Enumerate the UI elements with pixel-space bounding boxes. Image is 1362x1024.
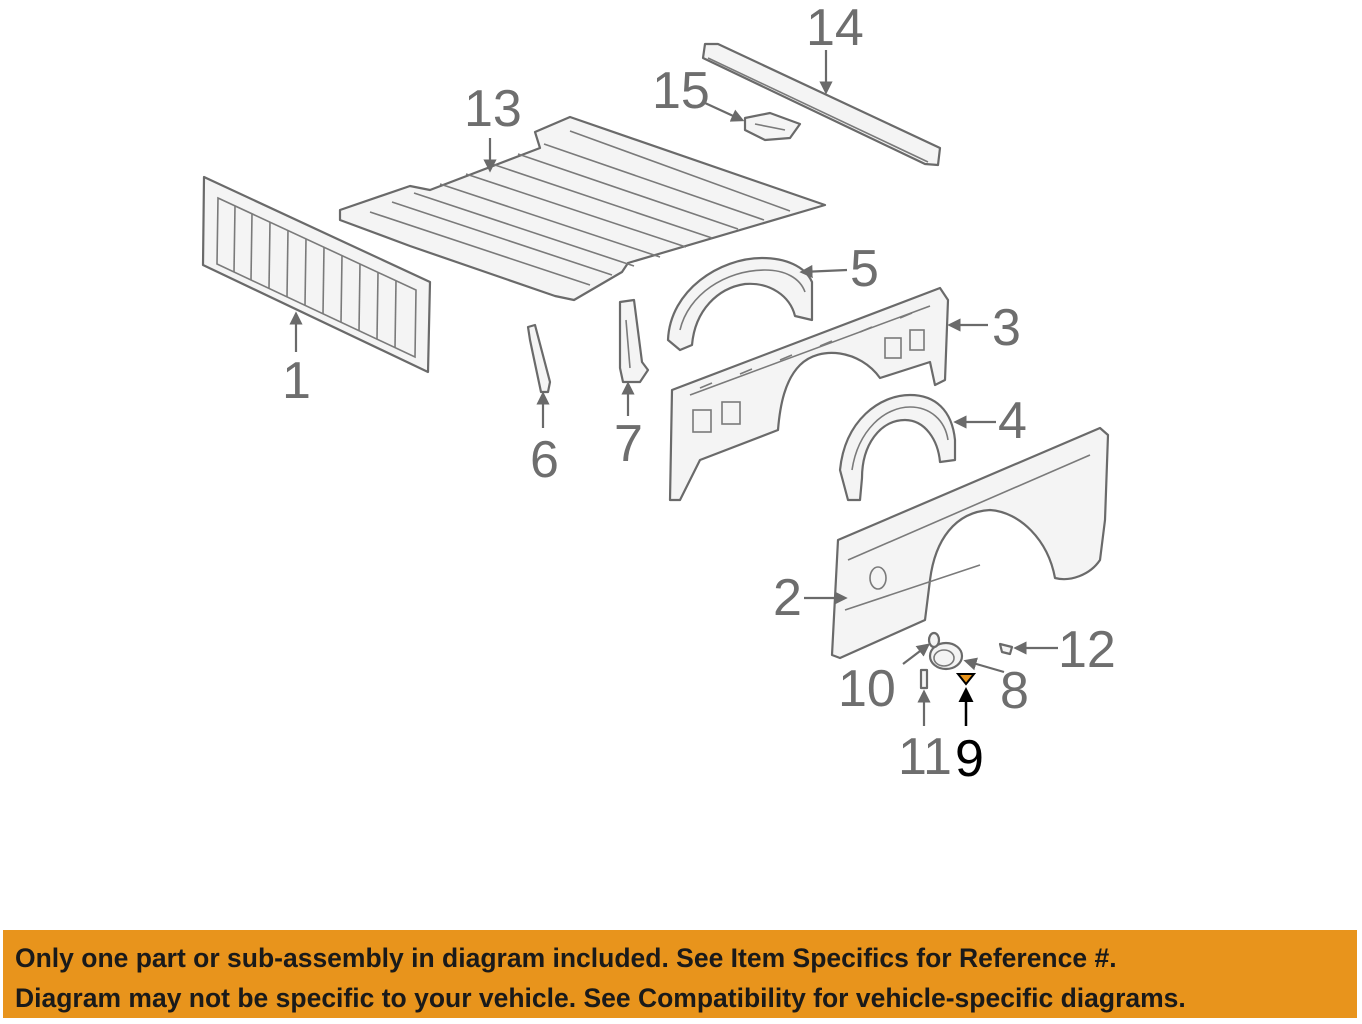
wheelhouse-liner-part — [666, 256, 814, 352]
callout-2: 2 — [773, 569, 802, 627]
callout-3: 3 — [992, 299, 1021, 357]
callout-6: 6 — [530, 431, 559, 489]
callout-12: 12 — [1058, 621, 1116, 679]
callout-1: 1 — [282, 352, 311, 410]
callout-5: 5 — [850, 240, 879, 298]
callout-11: 11 — [898, 728, 952, 786]
bolt-part-11 — [919, 668, 929, 690]
disclaimer-banner: Only one part or sub-assembly in diagram… — [3, 930, 1357, 1018]
clip-part-10 — [927, 631, 941, 649]
outer-box-side-part — [830, 426, 1110, 660]
leader-lines — [289, 50, 1058, 726]
callout-4: 4 — [998, 392, 1027, 450]
disclaimer-line-2: Diagram may not be specific to your vehi… — [15, 983, 1186, 1013]
bed-floor-part — [338, 115, 827, 302]
stake-pocket-part-7 — [618, 298, 650, 384]
callout-14: 14 — [806, 0, 864, 57]
callout-8: 8 — [1000, 662, 1029, 720]
parts-diagram: 1 2 3 4 5 6 7 8 9 10 11 12 13 14 15 — [201, 0, 1116, 788]
support-bracket-part-6 — [526, 323, 552, 394]
inner-side-panel-part — [668, 286, 950, 502]
screw-part-12 — [998, 642, 1014, 656]
bracket-part — [743, 111, 802, 142]
fuel-door-part-8 — [928, 641, 964, 671]
tailgate-part — [201, 175, 432, 374]
callout-15: 15 — [652, 62, 710, 120]
callout-9-highlighted: 9 — [955, 730, 984, 788]
callout-7: 7 — [614, 415, 643, 473]
wheelhouse-outer-part — [838, 393, 957, 502]
fastener-part-9 — [955, 673, 977, 686]
front-rail-part — [701, 42, 942, 167]
disclaimer-line-1: Only one part or sub-assembly in diagram… — [15, 943, 1117, 973]
callout-13: 13 — [464, 80, 522, 138]
callout-10: 10 — [838, 660, 896, 718]
